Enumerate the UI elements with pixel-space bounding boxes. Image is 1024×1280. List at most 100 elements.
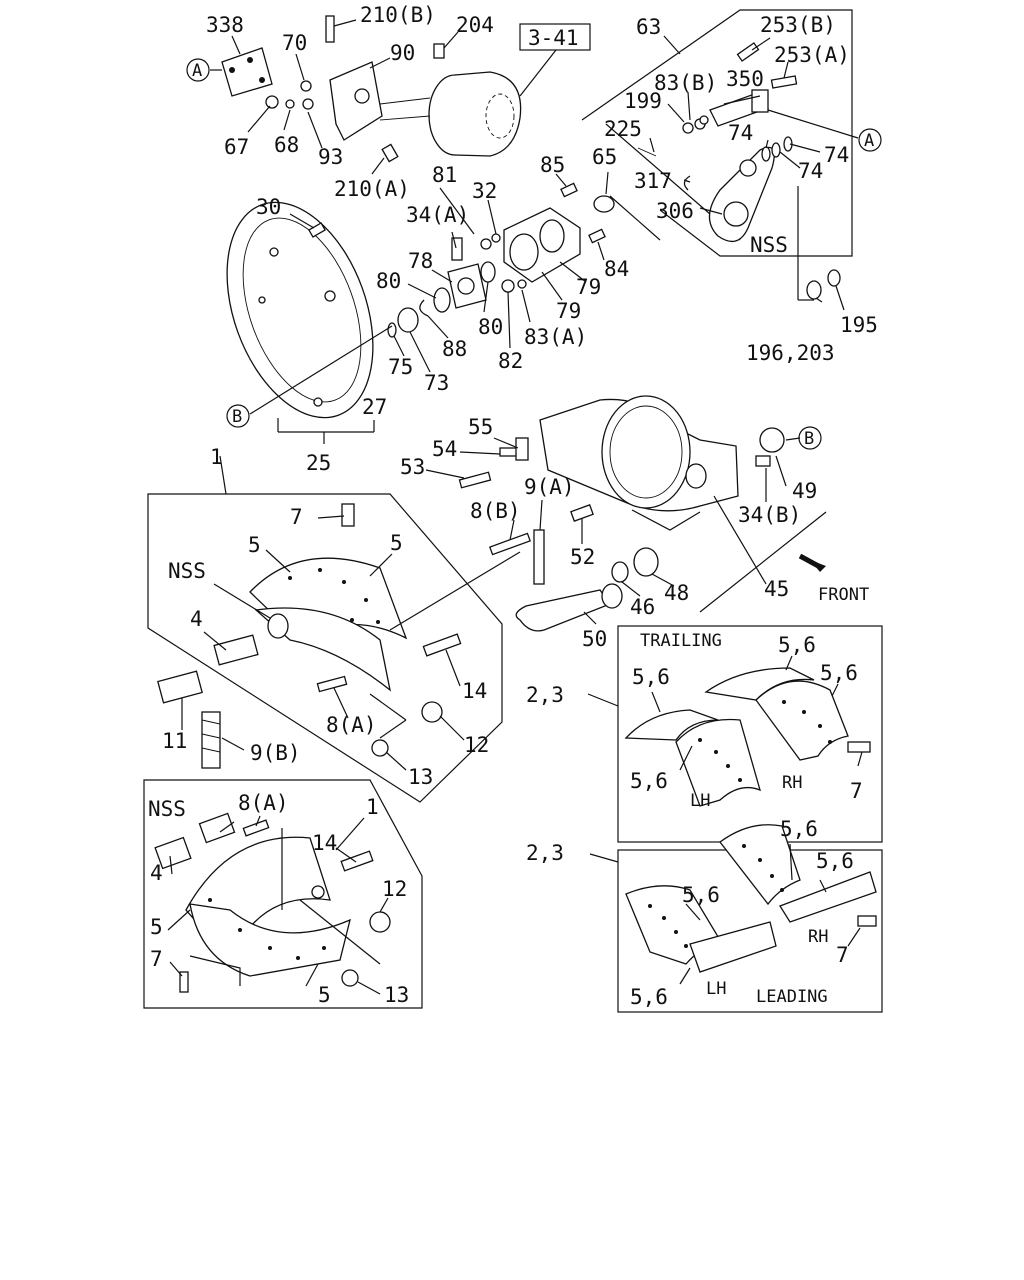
- label-50: 50: [582, 627, 607, 651]
- label-204: 204: [456, 13, 494, 37]
- label-83b: 83(B): [654, 71, 717, 95]
- ref-box-3-41: 3-41: [519, 23, 591, 51]
- label-2-3-b: 2,3: [526, 841, 564, 865]
- label-leading-rh: RH: [808, 927, 828, 947]
- leaders-trailing: [651, 655, 863, 771]
- label-trailing-5-6-a: 5,6: [778, 633, 816, 657]
- label-1-a: 1: [210, 445, 223, 469]
- shoe-assembly-frame-1b: [143, 779, 423, 1009]
- label-79-a: 79: [576, 275, 601, 299]
- svg-text:A: A: [192, 61, 202, 81]
- callout-b-right: B: [798, 426, 822, 450]
- bracket-90: [329, 61, 383, 141]
- label-12-a: 12: [464, 733, 489, 757]
- label-85: 85: [540, 153, 565, 177]
- label-trailing-5-6-c: 5,6: [820, 661, 858, 685]
- label-13-a: 13: [408, 765, 433, 789]
- label-trailing-7: 7: [850, 779, 863, 803]
- svg-text:A: A: [864, 131, 874, 151]
- leaders-middle: [249, 171, 661, 444]
- label-1-b: 1: [366, 795, 379, 819]
- label-8a-mid: 8(A): [326, 713, 377, 737]
- label-80-b: 80: [478, 315, 503, 339]
- label-82: 82: [498, 349, 523, 373]
- label-73: 73: [424, 371, 449, 395]
- callout-a-right: A: [858, 128, 882, 152]
- label-65: 65: [592, 145, 617, 169]
- label-54: 54: [432, 437, 457, 461]
- bracket-plate-338: [221, 47, 273, 97]
- svg-text:B: B: [232, 407, 242, 427]
- label-34a: 34(A): [406, 203, 469, 227]
- label-48: 48: [664, 581, 689, 605]
- label-5-d: 5: [318, 983, 331, 1007]
- label-nss-top: NSS: [750, 233, 788, 257]
- label-front: FRONT: [818, 585, 869, 605]
- camshaft-bracket-parts: [308, 182, 615, 338]
- label-317: 317: [634, 169, 672, 193]
- label-2-3-a: 2,3: [526, 683, 564, 707]
- label-25: 25: [306, 451, 331, 475]
- leading-lining-lh: [625, 885, 777, 973]
- label-306: 306: [656, 199, 694, 223]
- label-11: 11: [162, 729, 187, 753]
- label-27: 27: [362, 395, 387, 419]
- label-8b: 8(B): [470, 499, 521, 523]
- label-32: 32: [472, 179, 497, 203]
- svg-text:3-41: 3-41: [528, 26, 579, 50]
- label-55: 55: [468, 415, 493, 439]
- label-78: 78: [408, 249, 433, 273]
- leaders-top-left: [210, 19, 557, 175]
- leaders-low-box: [167, 815, 389, 995]
- small-parts-top-right: [637, 115, 841, 300]
- label-13-b: 13: [384, 983, 409, 1007]
- label-338: 338: [206, 13, 244, 37]
- label-12-b: 12: [382, 877, 407, 901]
- label-4-a: 4: [190, 607, 203, 631]
- label-nss-mid: NSS: [168, 559, 206, 583]
- label-90: 90: [390, 41, 415, 65]
- label-67: 67: [224, 135, 249, 159]
- label-46: 46: [630, 595, 655, 619]
- brake-shoe-low: [154, 812, 391, 993]
- label-leading-5-6-b: 5,6: [816, 849, 854, 873]
- pin-11-and-spring-9b: [157, 670, 221, 769]
- label-leading-5-6-c: 5,6: [682, 883, 720, 907]
- slack-adjuster-306: [708, 146, 775, 243]
- part-labels: 338 210(B) 204 70 90 67 68 93 210(A) 63 …: [148, 3, 878, 1009]
- label-9a: 9(A): [524, 475, 575, 499]
- label-79-b: 79: [556, 299, 581, 323]
- label-196-203: 196,203: [746, 341, 835, 365]
- label-63: 63: [636, 15, 661, 39]
- leaders-top-right: [649, 35, 859, 311]
- label-leading-7: 7: [836, 943, 849, 967]
- trailing-lining-rh: [704, 667, 871, 761]
- leading-lining-rh: [719, 824, 877, 927]
- label-5-a: 5: [248, 533, 261, 557]
- label-trailing-5-6-b: 5,6: [632, 665, 670, 689]
- label-45: 45: [764, 577, 789, 601]
- brake-shoe-mid: [213, 503, 462, 757]
- spider-housing-45: [458, 395, 785, 522]
- label-210a: 210(A): [334, 177, 410, 201]
- label-74-a: 74: [728, 121, 753, 145]
- label-trailing-5-6-d: 5,6: [630, 769, 668, 793]
- clevis-350: [709, 42, 798, 127]
- label-52: 52: [570, 545, 595, 569]
- label-leading-5-6-a: 5,6: [780, 817, 818, 841]
- label-14-a: 14: [462, 679, 487, 703]
- label-74-b: 74: [824, 143, 849, 167]
- label-68: 68: [274, 133, 299, 157]
- label-81: 81: [432, 163, 457, 187]
- shoe-assembly-frame-1: [147, 455, 503, 803]
- label-225: 225: [604, 117, 642, 141]
- label-350: 350: [726, 67, 764, 91]
- label-74-c: 74: [798, 159, 823, 183]
- backing-plate-27: [226, 201, 374, 419]
- label-75: 75: [388, 355, 413, 379]
- label-7-a: 7: [290, 505, 303, 529]
- label-93: 93: [318, 145, 343, 169]
- svg-text:B: B: [804, 429, 814, 449]
- label-53: 53: [400, 455, 425, 479]
